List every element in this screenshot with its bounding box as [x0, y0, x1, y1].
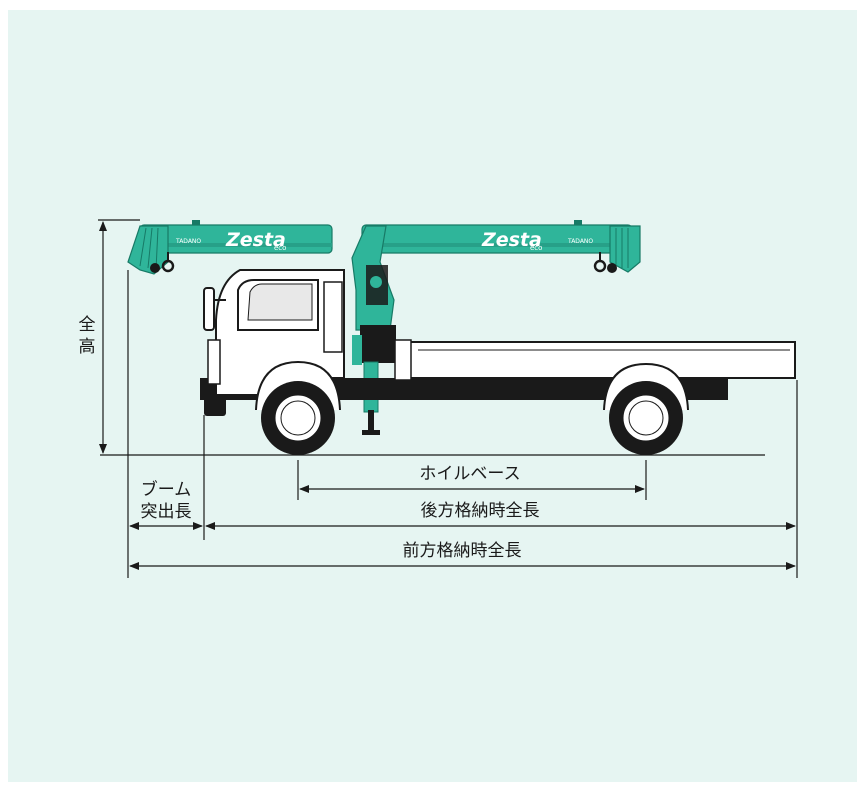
boom-logo-sub-front: eco — [274, 244, 286, 252]
dimension-lines — [98, 219, 798, 578]
crane-column — [351, 225, 396, 435]
boom-overhang-label-1: ブーム — [141, 479, 192, 500]
maker-logo: TADANO — [567, 238, 593, 245]
rear-stowed-length-label: 後方格納時全長 — [421, 501, 540, 521]
crane-boom: Zesta eco TADANO — [361, 220, 641, 273]
rear-wheel — [609, 381, 683, 455]
boom-overhang-label-2: 突出長 — [141, 502, 192, 522]
front-stowed-length-label: 前方格納時全長 — [403, 541, 522, 561]
boom-logo-sub: eco — [530, 244, 542, 252]
wheelbase-label: ホイルベース — [419, 464, 520, 484]
maker-logo-front: TADANO — [175, 238, 201, 245]
boom-logo: Zesta — [481, 229, 542, 251]
front-wheel — [261, 381, 335, 455]
overall-height-label-1: 全 — [79, 315, 96, 335]
boom-logo-front: Zesta — [225, 229, 286, 251]
crane-boom-front: Zesta eco TADANO — [127, 220, 333, 275]
overall-height-label-2: 高 — [79, 337, 96, 357]
